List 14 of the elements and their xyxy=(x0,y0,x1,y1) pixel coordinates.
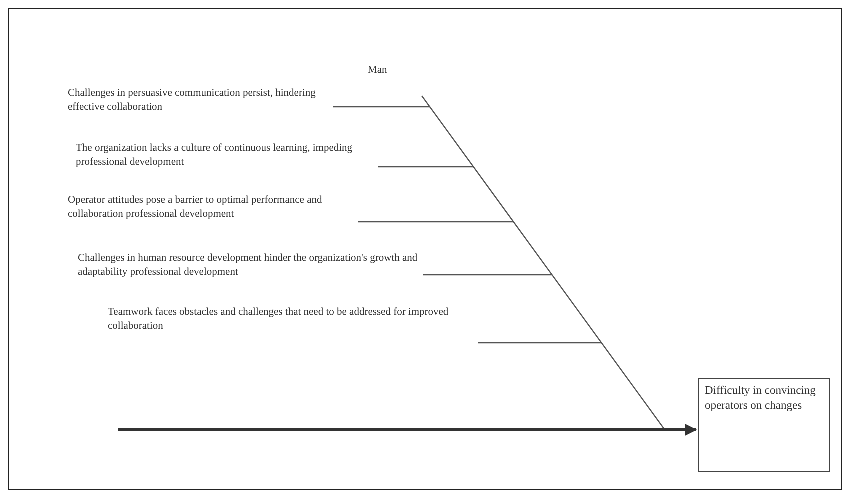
rib-line xyxy=(358,221,514,223)
rib-line xyxy=(333,106,430,108)
cause-text: The organization lacks a culture of continuous learning, impeding professional development xyxy=(76,142,378,169)
rib-line xyxy=(378,166,474,168)
rib-line xyxy=(423,274,552,276)
cause-text: Challenges in persuasive communication persist, hindering effective collaboration xyxy=(68,87,333,114)
cause-text: Teamwork faces obstacles and challenges that need to be addressed for improved collaboration xyxy=(108,306,478,333)
rib-line xyxy=(478,342,602,344)
bone-line xyxy=(422,96,666,430)
spine-arrow xyxy=(118,424,698,436)
cause-text: Challenges in human resource development hinder the organization's growth and adaptability professional development xyxy=(78,252,423,279)
cause-text: Operator attitudes pose a barrier to optimal performance and collaboration professional development xyxy=(68,194,358,221)
effect-box: Difficulty in convincing operators on changes xyxy=(698,378,830,472)
category-label: Man xyxy=(368,64,402,78)
